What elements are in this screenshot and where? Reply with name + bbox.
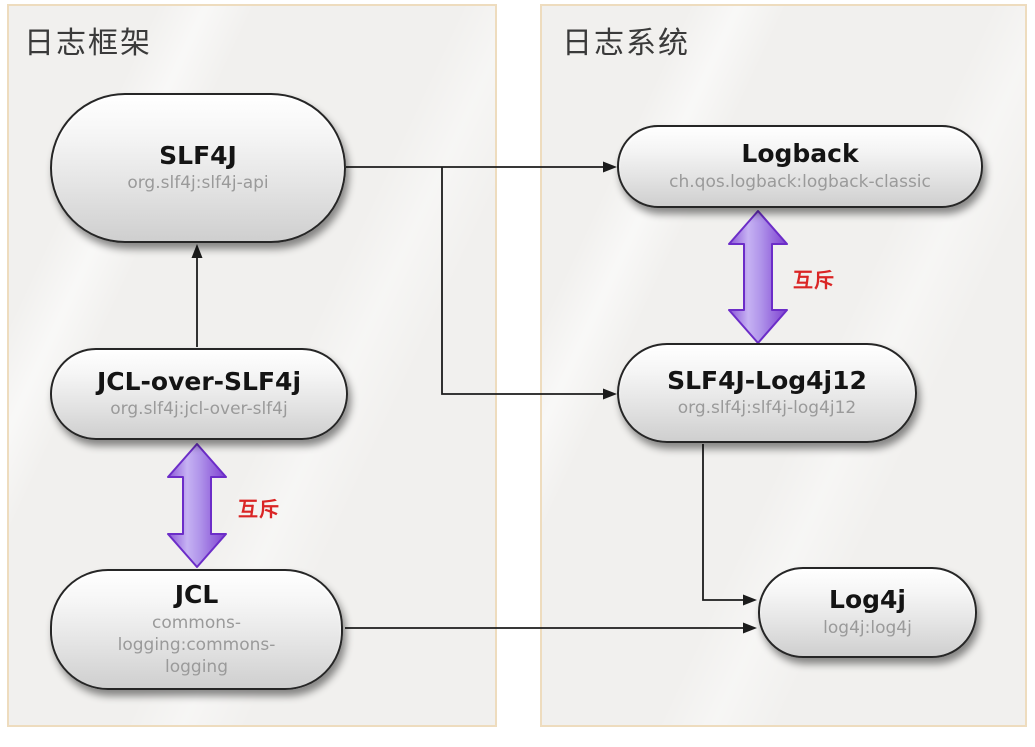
node-title: SLF4J — [159, 140, 237, 170]
edge-slf4j-to-slf4jlog4j12 — [441, 167, 617, 400]
arrowhead-up-icon — [191, 244, 203, 258]
mutex-double-arrow-left-icon — [167, 443, 227, 568]
arrowhead-right-icon — [603, 388, 617, 400]
arrowhead-right-icon — [743, 594, 757, 606]
edge-slf4jlog4j12-to-log4j — [702, 444, 757, 606]
node-subtitle: commons- logging:commons- logging — [117, 612, 276, 677]
edge-jcl-to-log4j — [345, 622, 757, 634]
panel-log-systems-title: 日志系统 — [562, 26, 690, 61]
node-title: JCL-over-SLF4j — [96, 366, 302, 396]
node-subtitle: log4j:log4j — [823, 617, 912, 638]
edge-jcloverslf4j-to-slf4j — [191, 244, 203, 347]
node-subtitle: ch.qos.logback:logback-classic — [669, 171, 931, 192]
node-title: SLF4J-Log4j12 — [667, 365, 867, 395]
node-slf4j-log4j12: SLF4J-Log4j12 org.slf4j:slf4j-log4j12 — [617, 343, 917, 443]
node-jcl-over-slf4j: JCL-over-SLF4j org.slf4j:jcl-over-slf4j — [50, 348, 348, 440]
node-title: Log4j — [829, 585, 906, 615]
node-log4j: Log4j log4j:log4j — [758, 567, 977, 658]
node-title: JCL — [174, 579, 219, 609]
node-subtitle: org.slf4j:jcl-over-slf4j — [110, 399, 288, 420]
node-title: Logback — [741, 139, 859, 169]
mutex-double-arrow-right-icon — [728, 210, 788, 344]
node-slf4j: SLF4J org.slf4j:slf4j-api — [50, 93, 346, 243]
arrowhead-right-icon — [743, 622, 757, 634]
panel-log-frameworks-title: 日志框架 — [24, 26, 152, 61]
node-subtitle: org.slf4j:slf4j-api — [127, 173, 269, 194]
node-subtitle: org.slf4j:slf4j-log4j12 — [677, 398, 857, 419]
node-logback: Logback ch.qos.logback:logback-classic — [617, 125, 983, 208]
arrowhead-right-icon — [603, 161, 617, 173]
mutex-label: 互斥 — [793, 268, 835, 292]
node-jcl: JCL commons- logging:commons- logging — [50, 569, 343, 690]
mutex-label: 互斥 — [238, 497, 280, 521]
edge-slf4j-to-logback — [346, 161, 617, 173]
